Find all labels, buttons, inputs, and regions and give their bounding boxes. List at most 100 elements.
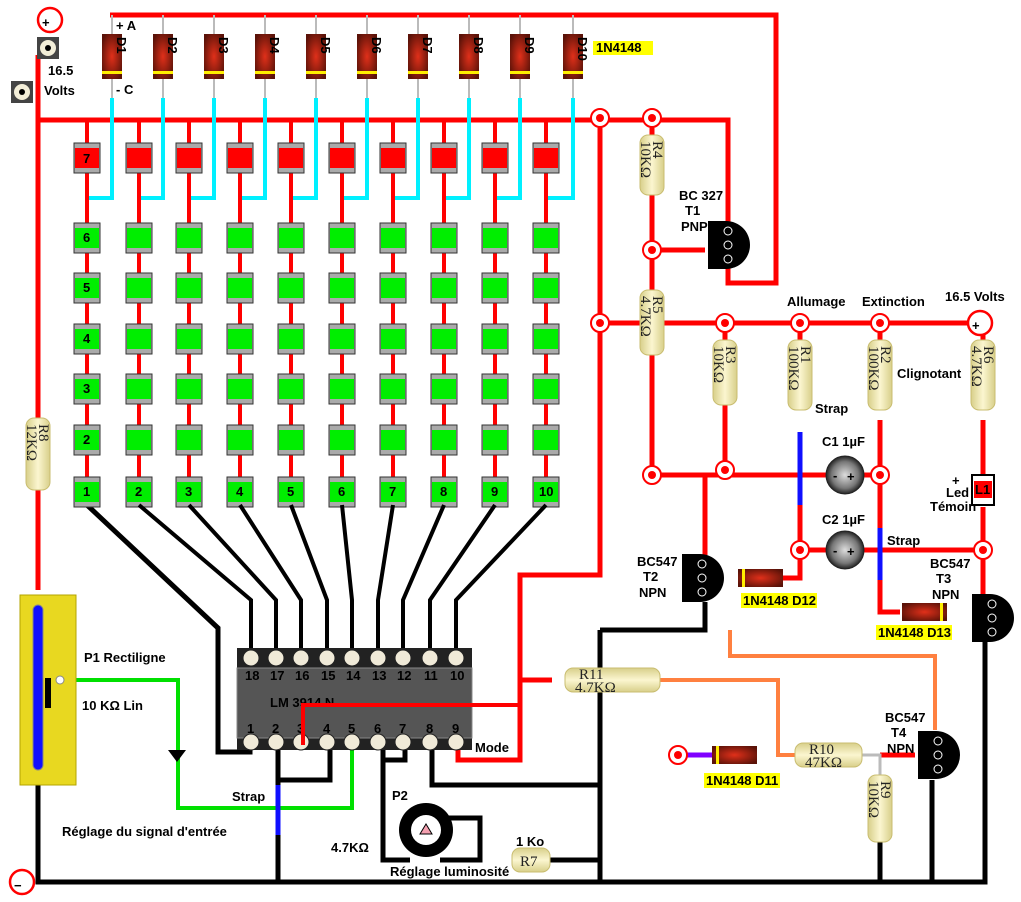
diode-D5[interactable]: D5 <box>306 15 333 98</box>
transistor-pin <box>697 559 707 569</box>
led-number: 2 <box>83 432 90 447</box>
led-green <box>226 373 254 405</box>
cathode-link <box>291 98 318 200</box>
led-green: 10 <box>532 476 560 508</box>
diode-label: D1 <box>114 37 129 54</box>
chip-pin[interactable] <box>318 733 336 751</box>
screw-terminal[interactable] <box>11 81 33 103</box>
chip-pin[interactable] <box>242 649 260 667</box>
junction-node[interactable] <box>642 240 662 260</box>
diode-D6[interactable]: D6 <box>357 15 384 98</box>
resistor-body <box>511 847 551 873</box>
p1-wiper <box>55 675 65 685</box>
junction-node[interactable] <box>870 313 890 333</box>
junction-node[interactable] <box>715 313 735 333</box>
junction-node[interactable] <box>642 108 662 128</box>
chip-pin[interactable] <box>369 733 387 751</box>
diode-D1[interactable]: D1 <box>102 15 129 98</box>
chip-pin[interactable] <box>447 733 465 751</box>
transistor-type: PNP <box>681 219 708 234</box>
resistor-value: 100KΩ <box>785 346 801 390</box>
led-green-body <box>330 228 354 248</box>
diode-D3[interactable]: D3 <box>204 15 231 98</box>
led-red-body <box>432 148 456 168</box>
pin-number: 1 <box>247 721 254 736</box>
chip-pin[interactable] <box>267 649 285 667</box>
led-green-body <box>483 329 507 349</box>
transistor-T1: EBC <box>708 221 750 269</box>
chip-pin[interactable] <box>421 733 439 751</box>
diode-D8[interactable]: D8 <box>459 15 486 98</box>
led-green-body <box>228 379 252 399</box>
diode-D4[interactable]: D4 <box>255 15 282 98</box>
junction-node[interactable] <box>715 460 735 480</box>
led-green-body <box>75 482 99 502</box>
led-to-chip-wire <box>340 504 354 650</box>
pin-number: 11 <box>424 668 438 683</box>
diode-D10[interactable]: D10 <box>563 15 590 98</box>
junction-node[interactable] <box>790 313 810 333</box>
plus-terminal-right[interactable] <box>966 309 994 337</box>
input-wire <box>75 678 354 810</box>
led-green-body <box>75 228 99 248</box>
screw-terminal[interactable] <box>37 37 59 59</box>
chip-pin[interactable] <box>267 733 285 751</box>
diode-body <box>738 569 783 587</box>
led-green-body <box>432 329 456 349</box>
led-green <box>125 373 153 405</box>
potentiometer-P1[interactable] <box>19 594 77 786</box>
resistor-body <box>564 667 661 693</box>
plus-sign: + <box>847 544 855 559</box>
junction-node[interactable] <box>790 540 810 560</box>
led-green <box>430 323 458 355</box>
led-green: 4 <box>73 323 101 355</box>
cathode-band <box>357 71 377 74</box>
minus-terminal[interactable] <box>8 868 36 896</box>
diode-D7[interactable]: D7 <box>408 15 435 98</box>
chip-pin[interactable] <box>369 649 387 667</box>
junction-node[interactable] <box>590 313 610 333</box>
p1-slider[interactable] <box>45 678 51 708</box>
diode-label: D2 <box>165 37 180 54</box>
diode-label: D9 <box>522 37 537 54</box>
chip-pin[interactable] <box>394 733 412 751</box>
plus-terminal-top[interactable] <box>36 6 64 34</box>
junction-node[interactable] <box>668 745 688 765</box>
p1-title: P1 Rectiligne <box>84 650 166 665</box>
junction-node[interactable] <box>590 108 610 128</box>
led-label: Témoin <box>930 499 976 514</box>
led-number: 6 <box>338 484 345 499</box>
resistor-value: 10KΩ <box>637 141 653 178</box>
chip-pin[interactable] <box>447 649 465 667</box>
chip-pin[interactable] <box>292 649 310 667</box>
diode-D9[interactable]: D9 <box>510 15 537 98</box>
chip-pin[interactable] <box>242 733 260 751</box>
led-green-body <box>534 482 558 502</box>
led-green <box>175 424 203 456</box>
pin-letter: B <box>686 571 695 586</box>
junction-node[interactable] <box>973 540 993 560</box>
junction-node[interactable] <box>870 465 890 485</box>
cathode-band <box>102 71 122 74</box>
chip-pin[interactable] <box>318 649 336 667</box>
pin-number: 17 <box>270 668 284 683</box>
chip-pin[interactable] <box>421 649 439 667</box>
diode-D2[interactable]: D2 <box>153 15 180 98</box>
led-number: 2 <box>135 484 142 499</box>
diode-body <box>204 34 224 79</box>
potentiometer-P2[interactable] <box>399 803 453 857</box>
cathode-link <box>87 98 114 200</box>
junction-node[interactable] <box>642 465 662 485</box>
led-red-body <box>75 148 99 168</box>
voltage-label-right: 16.5 Volts <box>945 289 1005 304</box>
chip-pin[interactable] <box>343 733 361 751</box>
chip-pin[interactable] <box>394 649 412 667</box>
resistor-R7: R7 <box>511 847 551 873</box>
resistor-body <box>794 742 863 768</box>
led-green-body <box>228 278 252 298</box>
cathode-band <box>306 71 326 74</box>
anode-label: + A <box>116 18 137 33</box>
chip-pin[interactable] <box>343 649 361 667</box>
led-green-body <box>127 430 151 450</box>
